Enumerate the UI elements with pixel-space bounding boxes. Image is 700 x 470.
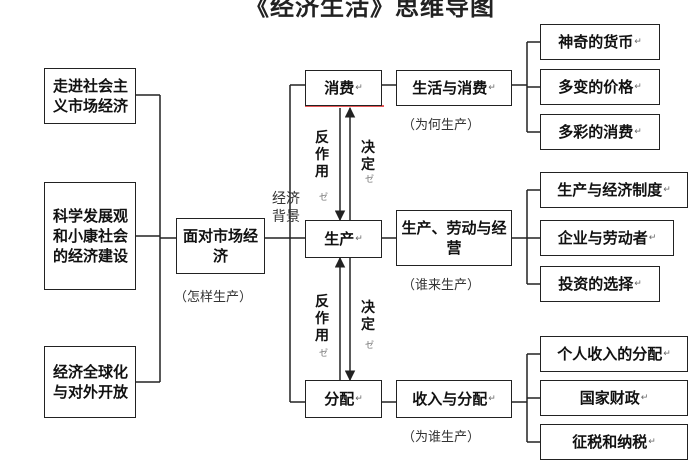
topic-globalization: 经济全球化与对外开放 — [44, 346, 136, 418]
lesson-prices: 多变的价格↵ — [540, 69, 660, 105]
center-caption: （怎样生产） — [174, 290, 253, 305]
topic-scientific-development: 科学发展观和小康社会的经济建设 — [44, 182, 136, 290]
decides-label-lower: 决定 — [361, 300, 375, 333]
mark-small: ゼ — [365, 341, 375, 351]
lesson-consumption: 多彩的消费↵ — [540, 114, 660, 150]
lesson-tax: 征税和纳税↵ — [540, 424, 688, 460]
mark-small: ゼ — [365, 175, 375, 185]
reaction-label-lower: 反作用 — [315, 294, 329, 344]
lesson-money: 神奇的货币↵ — [540, 24, 660, 60]
background-label: 经济背景 — [272, 191, 300, 225]
hub-distribute: 分配↵ — [305, 380, 382, 418]
decides-label-upper: 决定 — [361, 140, 375, 173]
unit-production-caption: （谁来生产） — [402, 278, 481, 293]
lesson-production-system: 生产与经济制度↵ — [540, 172, 688, 208]
lesson-finance: 国家财政↵ — [540, 380, 688, 416]
lesson-enterprise-labor: 企业与劳动者↵ — [540, 220, 674, 256]
unit-consumption-caption: （为何生产） — [402, 118, 481, 133]
unit-distribution: 收入与分配↵ — [396, 380, 512, 418]
unit-distribution-caption: （为谁生产） — [402, 430, 481, 445]
center-market-economy: 面对市场经济 — [176, 218, 265, 274]
lesson-investment: 投资的选择↵ — [540, 266, 660, 302]
lesson-personal-income: 个人收入的分配↵ — [540, 336, 688, 372]
unit-consumption: 生活与消费↵ — [396, 70, 512, 106]
unit-production: 生产、劳动与经营 — [396, 210, 512, 266]
diagram-title: 《经济生活》思维导图 — [245, 0, 495, 21]
mark-small: ゼ — [319, 193, 329, 203]
hub-consume: 消费↵ — [305, 70, 382, 106]
reaction-label-upper: 反作用 — [315, 130, 329, 180]
topic-market-economy: 走进社会主义市场经济 — [44, 68, 136, 124]
hub-produce: 生产↵ — [305, 220, 382, 258]
mark-small: ゼ — [319, 349, 329, 359]
